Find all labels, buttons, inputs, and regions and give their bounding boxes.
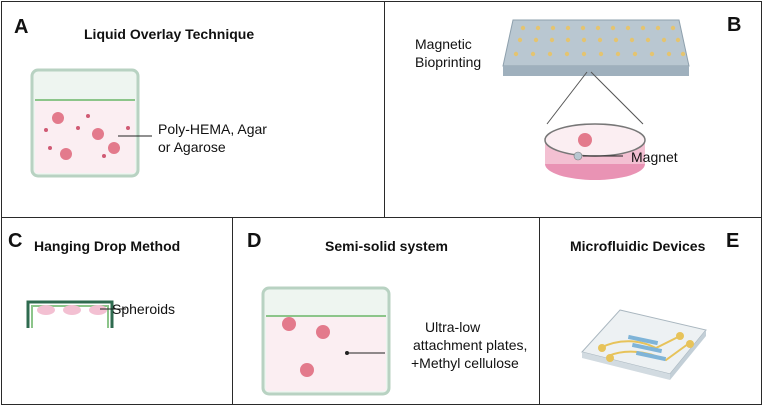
panel-b-title-line1: Magnetic (415, 36, 472, 52)
panel-a: A Liquid Overlay Technique Poly-HEMA, Ag… (1, 1, 385, 218)
panel-e-title: Microfluidic Devices (570, 238, 706, 254)
semi-solid-well-illustration (261, 286, 391, 396)
label-pointer-line (118, 135, 152, 137)
panel-d-label-line1: Ultra-low (425, 319, 481, 335)
panel-a-letter: A (14, 16, 29, 38)
panel-b-letter: B (727, 14, 742, 36)
panel-d: D Semi-solid system Ultra-low attachment… (232, 217, 540, 405)
spheroids-pointer-line (100, 308, 126, 310)
panel-d-letter: D (247, 230, 262, 252)
panel-b: B Magnetic Bioprinting Magnet (384, 1, 762, 218)
magnet-pointer-line (583, 155, 623, 157)
panel-a-label-line1: Poly-HEMA, Agar (158, 121, 267, 137)
panel-a-title: Liquid Overlay Technique (84, 26, 255, 42)
panel-e: E Microfluidic Devices (539, 217, 762, 405)
microfluidic-chip-illustration (581, 309, 707, 380)
panel-a-label-line2: or Agarose (158, 139, 226, 155)
panel-c-letter: C (8, 230, 23, 252)
multiwell-plate-illustration (502, 19, 690, 76)
panel-e-letter: E (726, 230, 740, 252)
panel-c-label: Spheroids (112, 301, 176, 317)
panel-d-label-line3: +Methyl cellulose (411, 355, 519, 371)
semi-solid-pointer-line (345, 351, 385, 355)
hanging-drop-illustration (26, 300, 114, 328)
panel-b-title-line2: Bioprinting (415, 54, 482, 70)
panel-c: C Hanging Drop Method Spheroids (1, 217, 233, 405)
zoom-lines (546, 71, 644, 125)
panel-d-label-line2: attachment plates, (413, 337, 528, 353)
panel-d-title: Semi-solid system (325, 238, 448, 254)
liquid-overlay-well-illustration (30, 68, 140, 178)
panel-c-title: Hanging Drop Method (34, 238, 181, 254)
panel-b-label: Magnet (631, 149, 678, 165)
